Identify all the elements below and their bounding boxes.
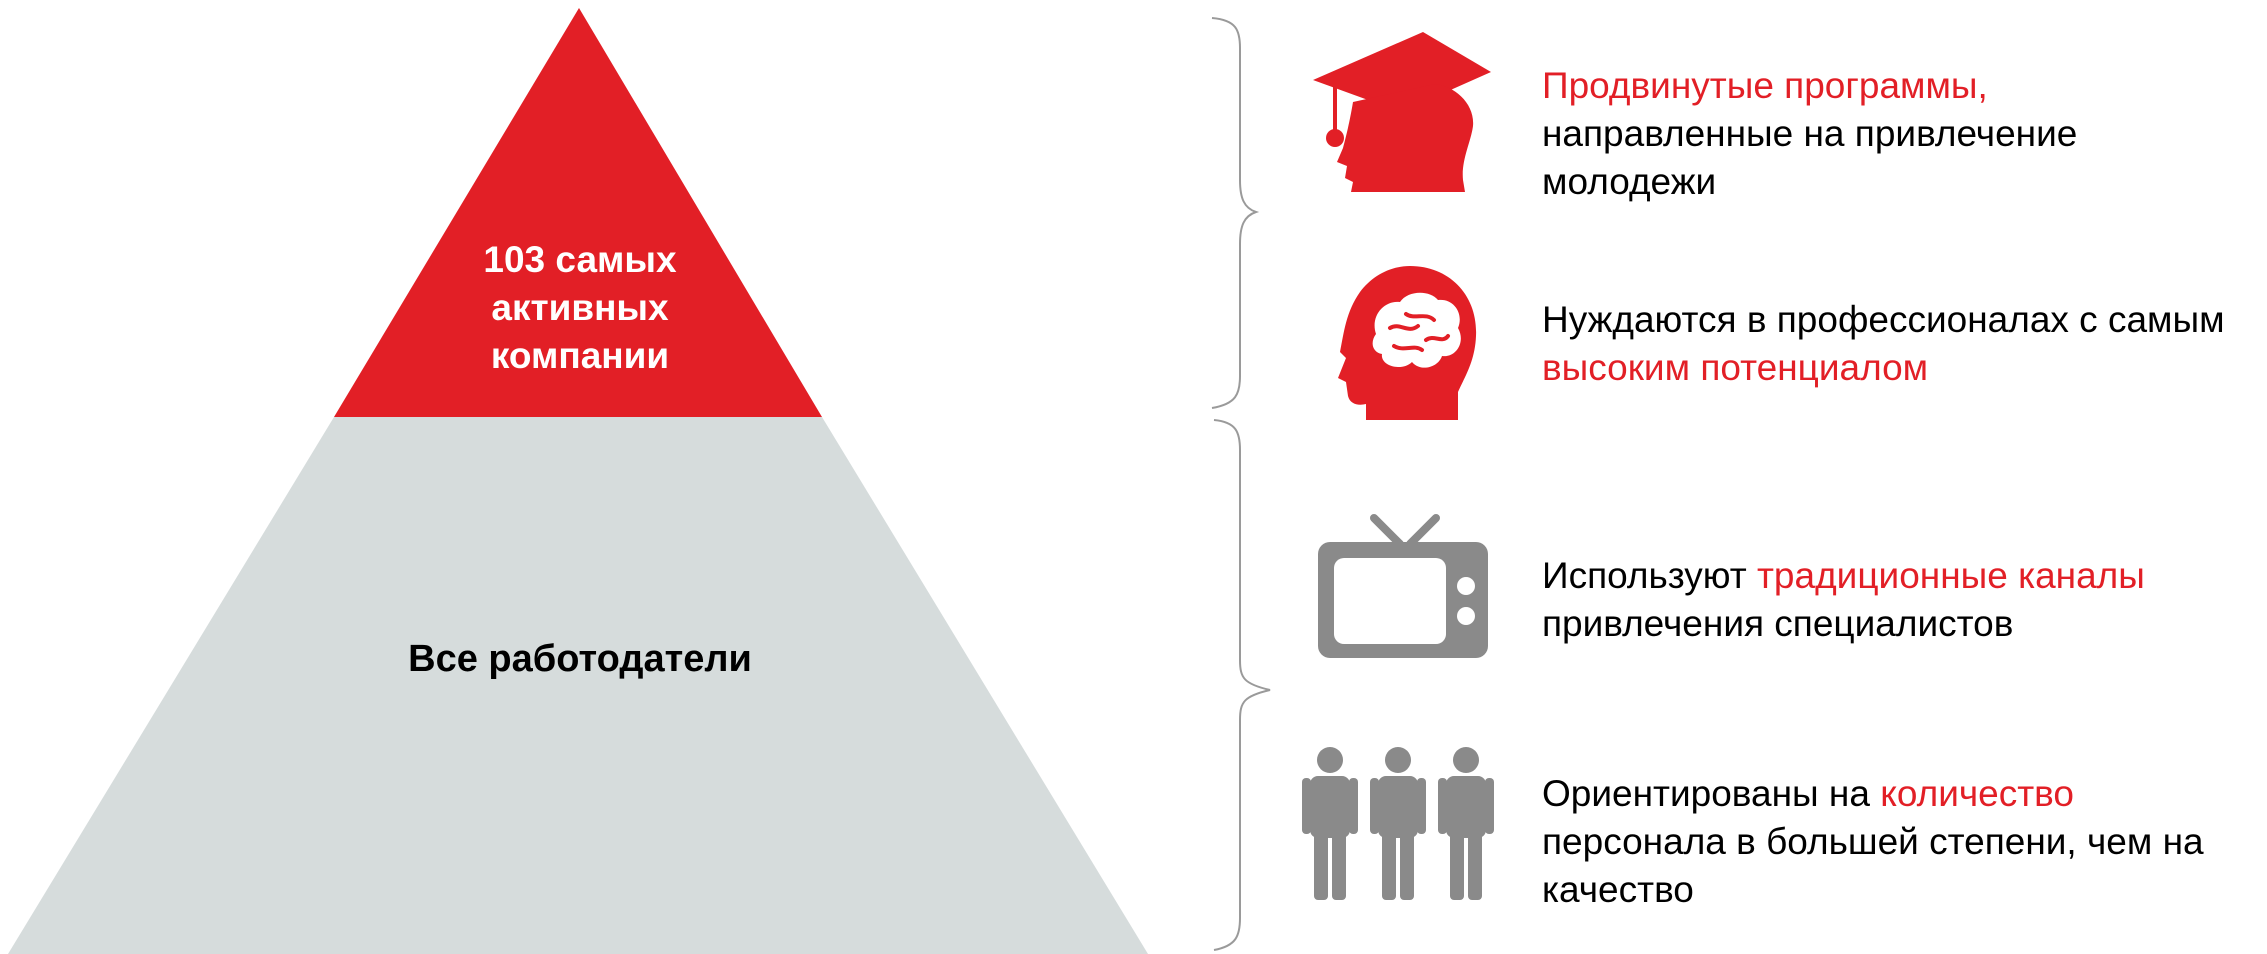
brace-bottom <box>1213 419 1271 951</box>
graduate-head-icon <box>1313 32 1491 192</box>
pyramid-bottom-tier <box>8 417 1148 954</box>
feature-text-highlight: высоким потенциалом <box>1542 347 1929 388</box>
pyramid-top-label: 103 самых активных компании <box>400 236 760 380</box>
pyramid-top-tier <box>334 8 822 417</box>
feature-text-plain: направленные на привлечение молодежи <box>1542 113 2078 202</box>
pyramid-bottom-label: Все работодатели <box>408 638 752 680</box>
feature-text-plain: Ориентированы на <box>1542 773 1881 814</box>
feature-text-traditional-channels: Используют традиционные каналы привлечен… <box>1542 552 2262 648</box>
pyramid-top-label-line: компании <box>490 335 670 376</box>
brain-head-icon <box>1338 266 1477 420</box>
feature-text-plain: персонала в большей степени, чем на каче… <box>1542 821 2204 910</box>
feature-text-youth-programs: Продвинутые программы, направленные на п… <box>1542 62 2162 206</box>
people-group-icon <box>1302 747 1494 900</box>
feature-text-quantity-focus: Ориентированы на количество персонала в … <box>1542 770 2262 914</box>
pyramid-top-label-line: 103 самых <box>483 239 677 280</box>
feature-text-high-potential: Нуждаются в профессионалах с самым высок… <box>1542 296 2242 392</box>
feature-text-plain: Используют <box>1542 555 1757 596</box>
feature-text-plain: Нуждаются в профессионалах с самым <box>1542 299 2225 340</box>
feature-text-plain: привлечения специалистов <box>1542 603 2014 644</box>
feature-text-highlight: количество <box>1880 773 2074 814</box>
feature-text-highlight: Продвинутые программы, <box>1542 65 1988 106</box>
feature-text-highlight: традиционные каналы <box>1756 555 2145 596</box>
tv-icon <box>1318 514 1488 658</box>
brace-top <box>1211 17 1260 409</box>
pyramid-top-label-line: активных <box>491 287 669 328</box>
